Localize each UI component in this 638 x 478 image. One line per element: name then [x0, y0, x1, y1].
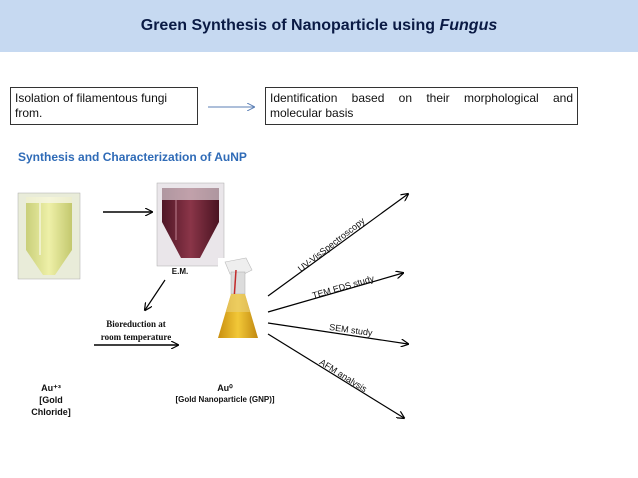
gold-chloride-tube-photo: [17, 192, 81, 280]
au0-label: Au⁰ [Gold Nanoparticle (GNP)]: [175, 383, 275, 404]
identification-step-box: Identification based on their morphologi…: [265, 87, 578, 125]
reaction-arrow-down: [145, 279, 166, 310]
gold-nanoparticle-flask-photo: [218, 257, 260, 344]
sem-arrow: [267, 322, 408, 344]
isolation-step-box: Isolation of filamentous fungi from.: [10, 87, 198, 125]
au3-label: Au⁺³ [Gold Chloride]: [31, 383, 71, 417]
section-title: Synthesis and Characterization of AuNP: [18, 150, 247, 164]
bioreduction-label: Bioreduction at room temperature: [100, 319, 172, 342]
title-italic-word: Fungus: [439, 17, 498, 34]
page-title: Green Synthesis of Nanoparticle using Fu…: [140, 17, 498, 34]
tem-arrow: [267, 273, 403, 313]
em-tube-photo: [156, 182, 225, 267]
afm-arrow: [267, 333, 404, 418]
title-banner: [0, 0, 638, 52]
uvvis-arrow: [267, 194, 408, 297]
em-label: E.M.: [171, 267, 189, 276]
